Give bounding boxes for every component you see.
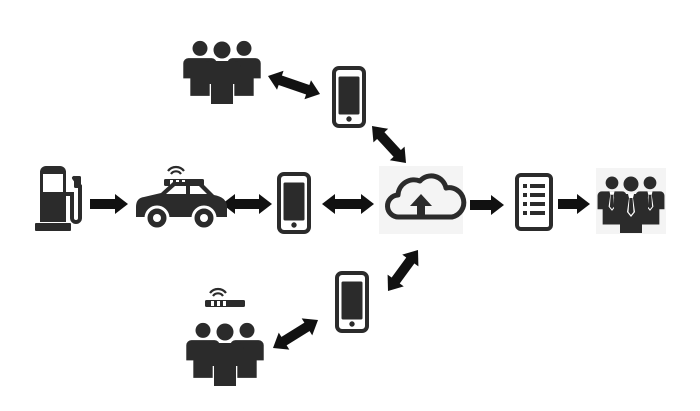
fuel-pump-icon [35, 166, 82, 231]
cloud-upload-icon [379, 166, 467, 234]
double-arrow-car-phone_center [222, 194, 272, 214]
smartphone-icon [335, 271, 369, 333]
arrow-report-business [558, 194, 590, 214]
business-people-icon [596, 168, 666, 234]
arrow-cloud-report [470, 195, 504, 215]
connected-people-group-icon [186, 287, 264, 386]
smartphone-icon [277, 172, 311, 234]
connected-car-icon [136, 165, 227, 231]
double-arrow-crowd_top-phone_top [268, 70, 320, 100]
double-arrow-cloud-phone_bottom [387, 250, 419, 291]
double-arrow-phone_top-cloud [372, 126, 406, 163]
smartphone-icon [332, 66, 366, 128]
double-arrow-phone_center-cloud [322, 194, 374, 214]
double-arrow-phone_bottom-crowd_bottom [273, 318, 318, 350]
arrow-fuel-car [90, 194, 128, 214]
people-group-icon [183, 40, 261, 104]
document-list-icon [515, 173, 553, 231]
